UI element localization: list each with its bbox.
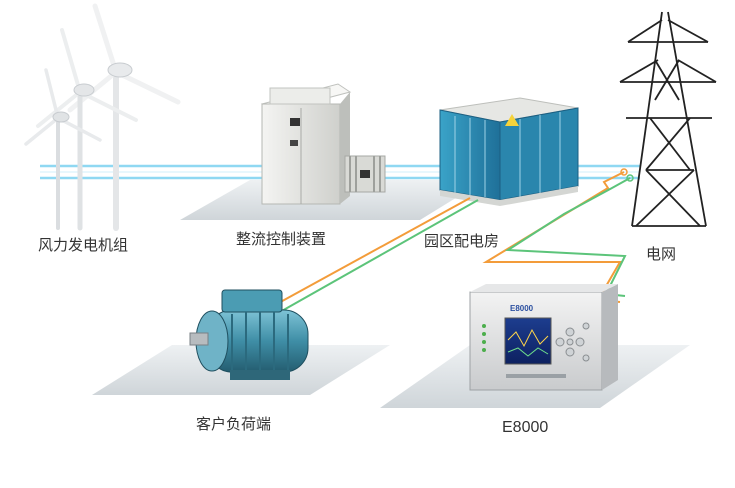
label-customer-load: 客户负荷端 — [196, 415, 272, 433]
wind-turbines — [24, 3, 181, 231]
label-power-grid: 电网 — [646, 245, 677, 263]
rectifier-control-cabinets — [260, 83, 386, 205]
e8000-device-model: E8000 — [510, 304, 534, 313]
label-e8000: E8000 — [502, 419, 549, 436]
e8000-device: E8000 — [469, 284, 618, 391]
transmission-tower — [619, 11, 717, 227]
park-substation-building — [439, 97, 579, 206]
tap-point-orange — [620, 168, 628, 176]
customer-load-motor — [189, 289, 309, 380]
tap-point-green — [626, 174, 634, 182]
label-wind-turbines: 风力发电机组 — [38, 236, 129, 254]
label-rectifier-control: 整流控制装置 — [236, 230, 327, 248]
label-park-substation: 园区配电房 — [424, 232, 500, 250]
